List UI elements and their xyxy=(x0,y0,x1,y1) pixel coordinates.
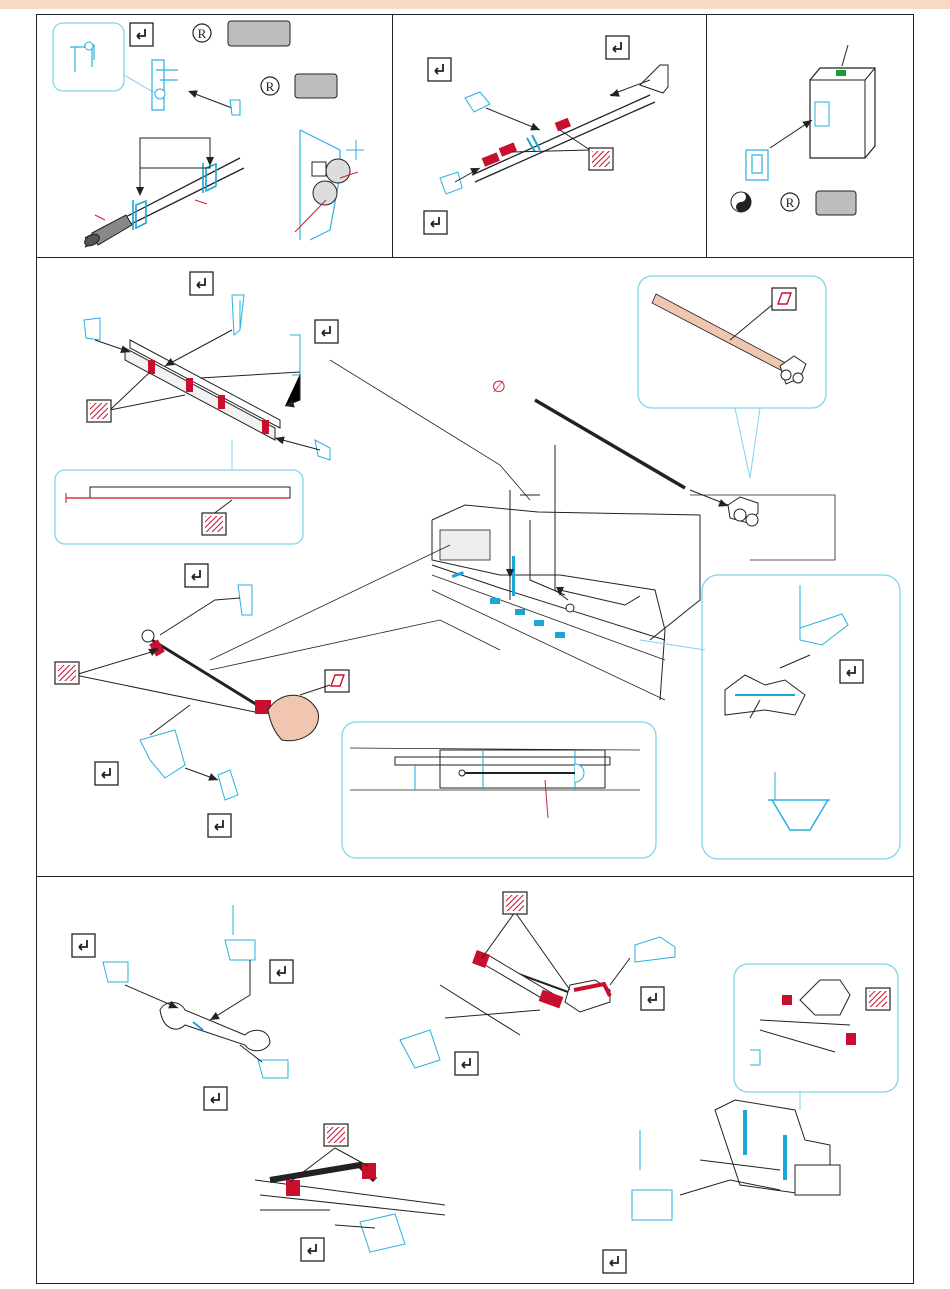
step-check-icon xyxy=(428,58,451,81)
etched-fret-icon xyxy=(87,400,111,422)
step-check-icon xyxy=(208,814,231,837)
step-check-icon xyxy=(641,987,664,1010)
paint-swatch-icon xyxy=(816,191,856,215)
step-check-icon xyxy=(185,564,208,587)
panel-2-rod-assembly xyxy=(424,36,668,234)
step-check-icon xyxy=(301,1238,324,1261)
etched-fret-icon xyxy=(55,662,79,684)
step-check-icon xyxy=(840,660,863,683)
step-check-icon xyxy=(315,320,338,343)
step-check-icon xyxy=(190,272,213,295)
step-check-icon xyxy=(204,1087,227,1110)
detail-callout xyxy=(53,23,124,91)
paint-swatch-icon xyxy=(325,670,349,692)
panel-5-tools-assembly xyxy=(72,892,898,1273)
step-check-icon xyxy=(603,1250,626,1273)
step-check-icon xyxy=(455,1052,478,1075)
step-check-icon xyxy=(606,36,629,59)
etched-fret-icon xyxy=(202,513,226,535)
panel-3-box-assembly xyxy=(731,45,875,215)
registered-badge-icon xyxy=(781,193,799,211)
step-check-icon xyxy=(95,762,118,785)
detail-callout xyxy=(734,964,898,1092)
paint-swatch-icon xyxy=(295,74,337,98)
etched-fret-icon xyxy=(589,148,613,170)
etched-fret-icon xyxy=(866,988,890,1010)
paint-swatch-icon xyxy=(228,21,290,46)
registered-badge-icon xyxy=(261,77,279,95)
panel-4-main-assembly: ∅ xyxy=(55,272,900,859)
etched-fret-icon xyxy=(503,892,527,914)
detail-callout xyxy=(702,575,900,859)
panel-1-handle-assembly xyxy=(53,21,364,248)
etched-fret-icon xyxy=(324,1124,348,1146)
registered-badge-icon xyxy=(193,24,211,42)
step-check-icon xyxy=(130,23,153,46)
step-check-icon xyxy=(270,960,293,983)
detail-callout xyxy=(55,470,303,544)
diameter-icon: ∅ xyxy=(492,377,506,396)
yin-yang-icon xyxy=(731,192,751,212)
step-check-icon xyxy=(424,211,447,234)
paint-swatch-icon xyxy=(772,288,796,310)
step-check-icon xyxy=(72,934,95,957)
